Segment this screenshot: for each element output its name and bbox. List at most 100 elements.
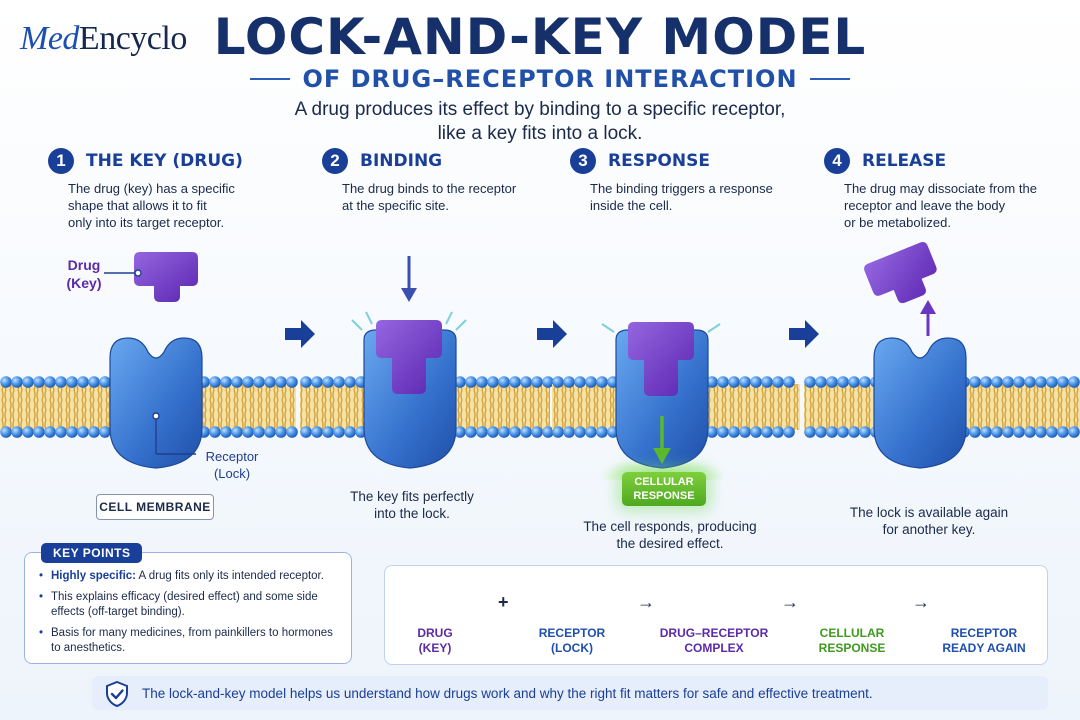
response-sparkle-icon <box>601 323 721 333</box>
flow-label: RECEPTOR(LOCK) <box>512 626 632 656</box>
intro-line-1: A drug produces its effect by binding to… <box>294 99 786 120</box>
key-point-item: This explains efficacy (desired effect) … <box>39 590 341 620</box>
caption-line: for another key. <box>882 522 976 537</box>
drug-label-line: (Key) <box>66 275 102 291</box>
step-1-description: The drug (key) has a specific shape that… <box>68 180 298 231</box>
drug-released <box>864 242 937 304</box>
flow-label-line: DRUG–RECEPTOR <box>659 626 769 640</box>
key-point-item: Highly specific: A drug fits only its in… <box>39 569 341 584</box>
step-1-number: 1 <box>48 148 74 174</box>
flow-label-line: RECEPTOR <box>538 626 606 640</box>
receptor-lock-shape <box>363 329 457 469</box>
step-2-caption: The key fits perfectly into the lock. <box>322 488 502 522</box>
cellular-response-line: RESPONSE <box>633 490 695 502</box>
key-point-item: Basis for many medicines, from painkille… <box>39 626 341 656</box>
flow-label-line: COMPLEX <box>684 641 744 655</box>
drug-pointer-dot <box>134 269 142 277</box>
step-2-desc-line: at the specific site. <box>342 198 449 213</box>
step-3-desc-line: inside the cell. <box>590 198 673 213</box>
cell-membrane-label: CELL MEMBRANE <box>96 494 214 520</box>
key-points-title: KEY POINTS <box>41 543 143 563</box>
response-arrow-icon <box>653 416 671 464</box>
key-points-list: Highly specific: A drug fits only its in… <box>39 569 341 656</box>
shield-check-icon <box>106 681 128 707</box>
page-title: LOCK-AND-KEY MODEL <box>213 8 867 66</box>
flow-label-line: (LOCK) <box>551 641 593 655</box>
key-point-text: This explains efficacy (desired effect) … <box>51 591 318 618</box>
arrow-right-icon: → <box>912 592 930 612</box>
key-point-text: A drug fits only its intended receptor. <box>136 570 324 582</box>
intro-line-2: like a key fits into a lock. <box>437 123 643 144</box>
flow-label-line: (KEY) <box>418 641 452 655</box>
cellular-response-badge: CELLULAR RESPONSE <box>622 472 706 506</box>
step-2-desc-line: The drug binds to the receptor <box>342 181 517 196</box>
arrow-right-icon: → <box>637 592 655 612</box>
flow-label-line: RECEPTOR <box>950 626 1018 640</box>
step-4-number: 4 <box>824 148 850 174</box>
step-1-desc-line: The drug (key) has a specific <box>68 181 235 196</box>
drug-label: Drug (Key) <box>56 256 112 292</box>
receptor-label-line: (Lock) <box>213 466 251 481</box>
receptor-group <box>109 329 967 480</box>
receptor-label-line: Receptor <box>205 449 259 464</box>
drug-key-shape <box>134 252 198 302</box>
step-arrow-icon <box>285 320 819 348</box>
flow-label-line: RESPONSE <box>818 641 886 655</box>
step-4-desc-line: or be metabolized. <box>844 215 951 230</box>
caption-line: the desired effect. <box>616 536 724 551</box>
flow-label-line: READY AGAIN <box>942 641 1026 655</box>
caption-line: The key fits perfectly <box>350 489 474 504</box>
flow-summary-panel <box>384 565 1048 665</box>
step-1: 1 THE KEY (DRUG) The drug (key) has a spe… <box>48 148 298 231</box>
drug-label-line: Drug <box>67 257 101 273</box>
footer-banner: The lock-and-key model helps us understa… <box>92 676 1048 710</box>
page-subtitle: OF DRUG–RECEPTOR INTERACTION <box>302 65 798 93</box>
binding-arrow-icon <box>401 256 417 302</box>
step-4-caption: The lock is available again for another … <box>834 504 1024 538</box>
step-3: 3 RESPONSE The binding triggers a respons… <box>570 148 820 214</box>
receptor-pointer-dot <box>152 412 160 420</box>
step-4-title: RELEASE <box>862 151 947 171</box>
key-points-panel: KEY POINTS Highly specific: A drug fits … <box>24 543 352 664</box>
receptor-label: Receptor (Lock) <box>196 448 268 482</box>
flow-label-line: DRUG <box>417 626 453 640</box>
flow-label: DRUG(KEY) <box>375 626 495 656</box>
logo-med: Med <box>20 20 79 57</box>
membrane-illustration <box>0 329 1080 480</box>
intro-text: A drug produces its effect by binding to… <box>0 98 1080 146</box>
drug-bound-step2 <box>376 320 442 394</box>
subtitle-row: OF DRUG–RECEPTOR INTERACTION <box>250 64 850 94</box>
step-4: 4 RELEASE The drug may dissociate from th… <box>824 148 1074 231</box>
arrow-right-icon: → <box>781 592 799 612</box>
binding-sparkle-icon <box>351 311 467 331</box>
caption-line: into the lock. <box>374 506 450 521</box>
cellular-response-line: CELLULAR <box>634 476 694 488</box>
divider-right <box>809 78 850 80</box>
flow-label-line: CELLULAR <box>819 626 885 640</box>
step-2-title: BINDING <box>360 151 443 171</box>
logo-rest: Encyclo <box>78 20 187 57</box>
caption-line: The cell responds, producing <box>583 519 757 534</box>
drug-bound-step3 <box>628 322 694 396</box>
step-1-desc-line: only into its target receptor. <box>68 215 225 230</box>
step-4-description: The drug may dissociate from the recepto… <box>844 180 1074 231</box>
footer-text: The lock-and-key model helps us understa… <box>142 685 873 701</box>
step-3-caption: The cell responds, producing the desired… <box>570 518 770 552</box>
step-1-title: THE KEY (DRUG) <box>86 151 243 171</box>
step-4-desc-line: The drug may dissociate from the <box>844 181 1037 196</box>
key-point-text: Basis for many medicines, from painkille… <box>51 627 333 654</box>
step-3-title: RESPONSE <box>608 151 710 171</box>
step-3-number: 3 <box>570 148 596 174</box>
step-3-desc-line: The binding triggers a response <box>590 181 773 196</box>
step-1-desc-line: shape that allows it to fit <box>68 198 207 213</box>
step-3-description: The binding triggers a response inside t… <box>590 180 820 214</box>
caption-line: The lock is available again <box>849 505 1009 520</box>
logo: MedEncyclo <box>20 20 187 58</box>
step-4-desc-line: receptor and leave the body <box>844 198 1006 213</box>
release-arrow-icon <box>920 300 936 336</box>
